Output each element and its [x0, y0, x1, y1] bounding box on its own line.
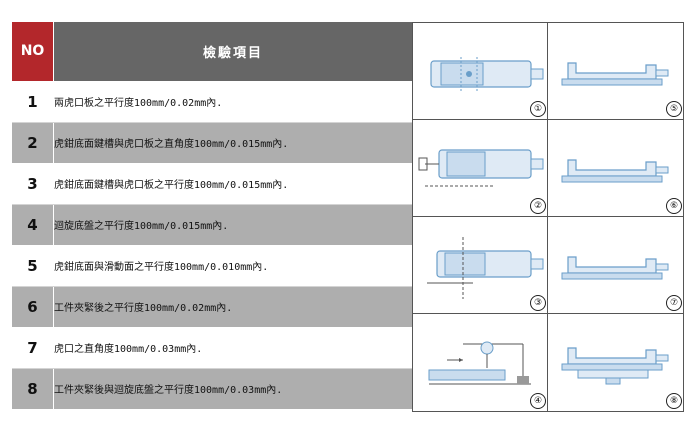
table-row: 8 工件夾緊後與迴旋底盤之平行度100mm/0.03mm內. — [12, 368, 412, 410]
diagram-marker: ① — [530, 101, 546, 117]
diagram-cell-2: ② — [412, 119, 548, 217]
diagram-cell-1: ① — [412, 22, 548, 120]
diagram-marker: ⑥ — [666, 198, 682, 214]
no-column-header: NO — [12, 22, 54, 82]
inspection-sheet: NO 檢驗項目 1 兩虎口板之平行度100mm/0.02mm內. 2 虎鉗底面鍵… — [12, 22, 684, 412]
table-row: 2 虎鉗底面鍵槽與虎口板之直角度100mm/0.015mm內. — [12, 122, 412, 164]
table-row: 5 虎鉗底面與滑動面之平行度100mm/0.010mm內. — [12, 245, 412, 287]
vise-side-view-swivel-icon — [561, 347, 669, 385]
diagram-grid: ① ② ③ — [412, 22, 684, 412]
diagram-cell-7: ⑦ — [547, 216, 684, 314]
vise-top-view-parallel-icon — [427, 237, 544, 299]
row-number: 8 — [12, 368, 54, 410]
diagram-marker: ⑤ — [666, 101, 682, 117]
diagram-marker: ② — [530, 198, 546, 214]
vise-side-view-icon — [561, 159, 669, 183]
row-number: 2 — [12, 122, 54, 164]
row-number: 5 — [12, 245, 54, 287]
row-item-text: 虎鉗底面與滑動面之平行度100mm/0.010mm內. — [53, 245, 412, 287]
item-column-header: 檢驗項目 — [53, 22, 412, 82]
row-number: 3 — [12, 163, 54, 205]
table-row: 1 兩虎口板之平行度100mm/0.02mm內. — [12, 81, 412, 123]
diagram-marker: ③ — [530, 295, 546, 311]
table-header-row: NO 檢驗項目 — [12, 22, 412, 82]
inspection-table: NO 檢驗項目 1 兩虎口板之平行度100mm/0.02mm內. 2 虎鉗底面鍵… — [12, 22, 412, 410]
table-row: 3 虎鉗底面鍵槽與虎口板之平行度100mm/0.015mm內. — [12, 163, 412, 205]
table-row: 4 迴旋底盤之平行度100mm/0.015mm內. — [12, 204, 412, 246]
row-item-text: 兩虎口板之平行度100mm/0.02mm內. — [53, 81, 412, 123]
table-row: 7 虎口之直角度100mm/0.03mm內. — [12, 327, 412, 369]
row-item-text: 迴旋底盤之平行度100mm/0.015mm內. — [53, 204, 412, 246]
vise-top-view-icon — [430, 57, 544, 91]
row-number: 1 — [12, 81, 54, 123]
row-item-text: 虎鉗底面鍵槽與虎口板之平行度100mm/0.015mm內. — [53, 163, 412, 205]
row-item-text: 虎口之直角度100mm/0.03mm內. — [53, 327, 412, 369]
diagram-marker: ④ — [530, 393, 546, 409]
row-item-text: 工件夾緊後與迴旋底盤之平行度100mm/0.03mm內. — [53, 368, 412, 410]
vise-side-view-icon — [561, 62, 669, 86]
row-number: 6 — [12, 286, 54, 328]
vise-side-view-icon — [561, 256, 669, 280]
diagram-cell-4: ④ — [412, 313, 548, 412]
diagram-cell-5: ⑤ — [547, 22, 684, 120]
diagram-marker: ⑧ — [666, 393, 682, 409]
diagram-cell-8: ⑧ — [547, 313, 684, 412]
row-item-text: 工件夾緊後之平行度100mm/0.02mm內. — [53, 286, 412, 328]
dial-indicator-icon — [428, 341, 531, 385]
diagram-marker: ⑦ — [666, 295, 682, 311]
vise-top-view-keyway-icon — [418, 149, 544, 187]
row-number: 4 — [12, 204, 54, 246]
row-item-text: 虎鉗底面鍵槽與虎口板之直角度100mm/0.015mm內. — [53, 122, 412, 164]
diagram-cell-6: ⑥ — [547, 119, 684, 217]
table-row: 6 工件夾緊後之平行度100mm/0.02mm內. — [12, 286, 412, 328]
row-number: 7 — [12, 327, 54, 369]
diagram-cell-3: ③ — [412, 216, 548, 314]
